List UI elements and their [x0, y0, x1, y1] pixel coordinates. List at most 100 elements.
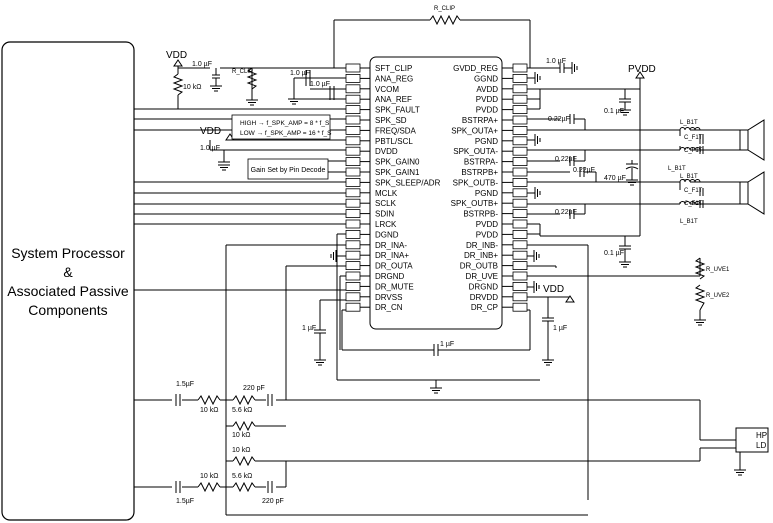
speaker-a	[739, 119, 765, 161]
left-pin-box	[345, 250, 361, 260]
r-fb-bot-b	[232, 455, 256, 467]
left-pin-label: ANA_REG	[375, 74, 413, 83]
right-pin-box	[512, 84, 528, 94]
right-pin-label: DR_CP	[471, 303, 498, 312]
label-r-clip-left: R_CLIP	[232, 69, 253, 75]
pvdd-label: PVDD	[628, 64, 656, 75]
label-r-clip: R_CLIP	[434, 6, 455, 12]
ground-symbols	[210, 62, 746, 476]
right-pin-label: DR_INB-	[466, 241, 498, 250]
label-l-b2: L_B1T	[680, 219, 698, 225]
cap-flying	[430, 344, 444, 356]
label-c-f4: C_F1T	[684, 201, 703, 207]
headphone-jack	[735, 427, 769, 470]
right-pin-label: SPK_OUTA+	[451, 126, 498, 135]
right-pin-label: DR_INB+	[464, 251, 498, 260]
r-in-bot	[197, 481, 221, 493]
label-c-f3: C_F1T	[684, 188, 703, 194]
pvdd-arrow	[635, 71, 645, 79]
label-r-fb-bot-a: 5.6 kΩ	[232, 473, 252, 480]
right-pin-label: PVDD	[476, 230, 498, 239]
left-pin-label: DR_CN	[375, 303, 403, 312]
vdd-label-right: VDD	[543, 284, 564, 295]
cap-vdd-top	[212, 68, 220, 86]
left-pin-label: SPK_SD	[375, 116, 407, 125]
right-pin-box	[512, 136, 528, 146]
r-uve2	[694, 284, 706, 311]
vdd-label-mid: VDD	[200, 126, 221, 137]
r-fb-top-a	[232, 394, 256, 406]
left-pin-label: SFT_CLIP	[375, 64, 412, 73]
right-pin-label: BSTRPB+	[461, 168, 498, 177]
freq-note-low: LOW → f_SPK_AMP = 16 * f_S	[240, 130, 332, 137]
vdd-label-top: VDD	[166, 50, 187, 61]
cap-f1	[699, 134, 704, 144]
right-pin-label: AVDD	[476, 85, 498, 94]
left-pin-label: SCLK	[375, 199, 397, 208]
system-processor-block	[1, 41, 135, 521]
left-pin-label: DVDD	[375, 147, 398, 156]
left-pin-box	[345, 146, 361, 156]
capacitors	[175, 63, 704, 493]
r-vdd	[172, 73, 184, 96]
ground-symbol	[533, 250, 540, 262]
left-pin-label: DR_MUTE	[375, 282, 414, 291]
left-pin-box	[345, 177, 361, 187]
ground-symbol	[619, 109, 631, 116]
right-pin-label: BSTRPA+	[462, 116, 498, 125]
ground-symbol	[619, 261, 631, 268]
inductor-a1	[679, 127, 701, 131]
resistors	[172, 14, 706, 493]
right-pin-label: DR_UVE	[466, 272, 498, 281]
vdd-arrow-right	[565, 295, 575, 303]
right-pin-box	[512, 177, 528, 187]
right-pin-box	[512, 157, 528, 167]
right-pin-box	[512, 198, 528, 208]
label-l-b1: L_B1T	[680, 174, 698, 180]
right-pin-box	[512, 74, 528, 83]
left-pin-box	[345, 219, 361, 229]
left-pin-box	[345, 188, 361, 198]
system-processor-label-3: Associated Passive	[7, 283, 129, 299]
right-pin-box	[512, 271, 528, 281]
label-c-vcom: 1.0 µF	[310, 81, 330, 88]
system-processor-label-4: Components	[28, 302, 107, 318]
cap-drvss	[314, 329, 326, 360]
ground-symbol	[430, 387, 442, 394]
ground-symbol	[734, 469, 746, 476]
right-pin-box	[512, 261, 528, 271]
label-c-f2: C_F1T	[684, 148, 703, 154]
freq-note-box	[231, 114, 331, 140]
left-pin-label: LRCK	[375, 220, 397, 229]
ground-symbol	[330, 250, 337, 262]
cap-in-bot	[175, 481, 181, 493]
right-pin-box	[512, 229, 528, 239]
right-pin-label: DRVDD	[470, 293, 499, 302]
right-pin-label: BSTRPA-	[464, 158, 498, 167]
cap-in-top	[175, 394, 181, 406]
label-c-vdd-top: 1.0 µF	[192, 61, 212, 68]
right-pin-label: GVDD_REG	[453, 64, 498, 73]
label-r-uve2: R_UVE2	[706, 293, 730, 299]
label-r-uve1: R_UVE1	[706, 267, 730, 273]
left-pin-box	[345, 105, 361, 114]
right-pin-label: BSTRPB-	[463, 210, 498, 219]
cap-pvdd-bot	[619, 245, 631, 262]
left-pin-box	[345, 136, 361, 146]
label-c-bulk: 470 µF	[604, 175, 626, 182]
inductor-b2	[679, 201, 701, 205]
inductors	[679, 127, 701, 205]
right-pin-label: PGND	[475, 137, 498, 146]
label-c-flying: 1 µF	[440, 341, 454, 348]
label-c-bstrp-a-minus: 0.22µF	[555, 156, 577, 163]
right-pin-box	[512, 188, 528, 198]
label-r-in-top: 10 kΩ	[200, 407, 218, 414]
left-pin-box	[345, 229, 361, 239]
label-c-bstrp-b-plus: 0.22µF	[573, 167, 595, 174]
left-pin-box	[345, 292, 361, 302]
label-hp: HP	[756, 431, 767, 440]
vdd-arrow-top	[173, 59, 183, 67]
gain-note-box	[247, 158, 329, 180]
label-c-drvss: 1 µF	[302, 325, 316, 332]
label-r-vdd: 10 kΩ	[183, 84, 201, 91]
